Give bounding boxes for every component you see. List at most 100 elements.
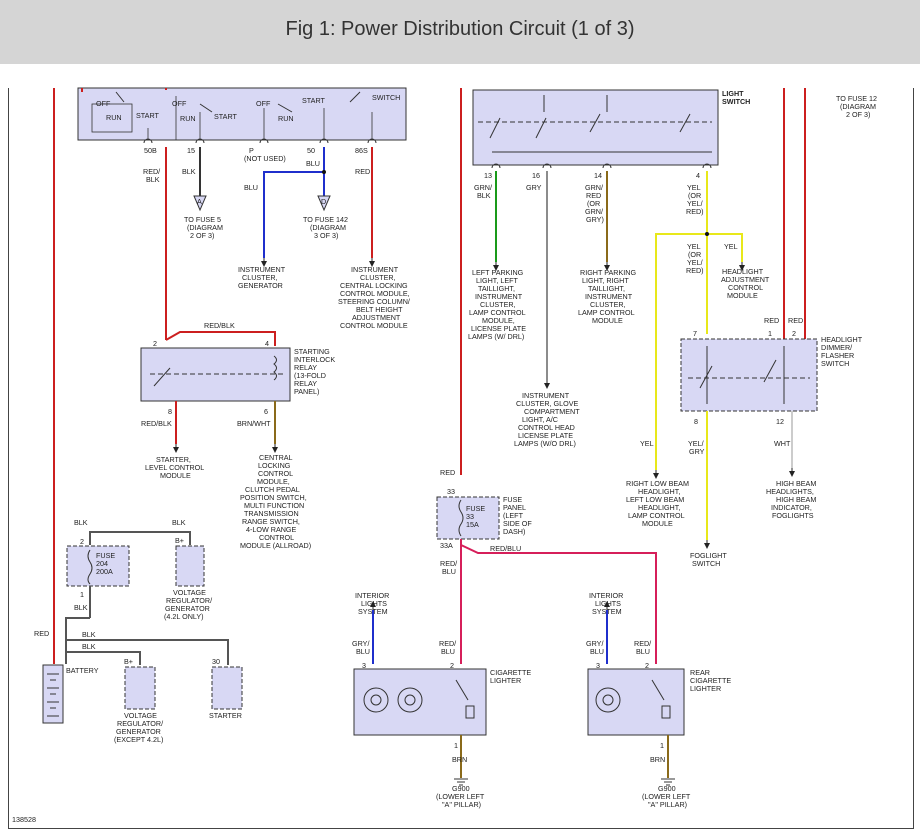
pin-label: 2 xyxy=(80,537,84,546)
wire-label: BLU xyxy=(244,183,258,192)
pin-label: 7 xyxy=(693,329,697,338)
wire-label: RED xyxy=(764,316,779,325)
wire-label: RED/ xyxy=(143,167,160,176)
wire-label: YEL xyxy=(724,242,738,251)
wire-label: GRN/BLK xyxy=(474,183,492,200)
wire-label: RED xyxy=(788,316,803,325)
wire-label: BLK xyxy=(146,175,160,184)
pin-label: 1 xyxy=(768,329,772,338)
pin-label: 1 xyxy=(80,590,84,599)
wire-label: BLK xyxy=(182,167,196,176)
wire-label: GRY/BLU xyxy=(586,639,604,656)
pin-label: 2 xyxy=(450,661,454,670)
wire-label: BRN xyxy=(650,755,665,764)
pin-label: 2 xyxy=(792,329,796,338)
pin-label: 6 xyxy=(264,407,268,416)
ign-label: RUN xyxy=(180,114,196,123)
pin-label: 4 xyxy=(696,171,700,180)
pin-label: 50B xyxy=(144,146,157,155)
starter-label: STARTER xyxy=(209,711,242,720)
starter-box xyxy=(211,666,243,710)
pin-label: P xyxy=(249,146,254,155)
pin-label: 86S xyxy=(355,146,368,155)
figure-id: 138528 xyxy=(12,815,36,824)
connector-label: A xyxy=(197,197,202,206)
pin-label: 3 xyxy=(362,661,366,670)
wire-label: GRY/BLU xyxy=(352,639,370,656)
wire-label: RED/BLU xyxy=(439,639,456,656)
wire-label: BLU xyxy=(306,159,320,168)
ignition-switch: OFF RUN START OFF RUN START OFF RUN STAR… xyxy=(77,87,410,340)
wire-label: GRY xyxy=(526,183,542,192)
wire-label: RED xyxy=(440,468,455,477)
wire-label: RED xyxy=(34,629,49,638)
bplus-label: B+ xyxy=(124,657,133,666)
pin-label: 2 xyxy=(153,339,157,348)
wire-label: RED/BLU xyxy=(440,559,457,576)
vr-except-box xyxy=(124,666,156,710)
light-switch-box xyxy=(472,89,719,166)
wire-label: YEL/GRY xyxy=(688,439,705,456)
wire-label: RED/BLK xyxy=(141,419,172,428)
pin-label: 8 xyxy=(694,417,698,426)
pin-label: 1 xyxy=(454,741,458,750)
pin-label: 15 xyxy=(187,146,195,155)
wire-label: RED/BLU xyxy=(634,639,651,656)
pin-label: 12 xyxy=(776,417,784,426)
wire-label: BRN/WHT xyxy=(237,419,271,428)
connector-label: D xyxy=(321,197,326,206)
ign-label: RUN xyxy=(106,113,122,122)
ign-label: OFF xyxy=(172,99,187,108)
wire-label: WHT xyxy=(774,439,791,448)
pin-label: 1 xyxy=(660,741,664,750)
pin-label: 14 xyxy=(594,171,602,180)
diagram-frame xyxy=(8,88,914,829)
ign-label: RUN xyxy=(278,114,294,123)
wire-label: BRN xyxy=(452,755,467,764)
pin-label: (NOT USED) xyxy=(244,154,286,163)
pin-label: 13 xyxy=(484,171,492,180)
ign-label: SWITCH xyxy=(372,93,400,102)
pin-label: 33A xyxy=(440,541,453,550)
pin-label: 3 xyxy=(596,661,600,670)
pin-label: 8 xyxy=(168,407,172,416)
pin-label: 2 xyxy=(645,661,649,670)
ign-label: START xyxy=(136,111,160,120)
pin-label: 30 xyxy=(212,657,220,666)
title-bar: Fig 1: Power Distribution Circuit (1 of … xyxy=(0,0,920,64)
bplus-label: B+ xyxy=(175,536,184,545)
cigarette-lighter-box xyxy=(353,668,487,736)
ign-label: START xyxy=(302,96,326,105)
